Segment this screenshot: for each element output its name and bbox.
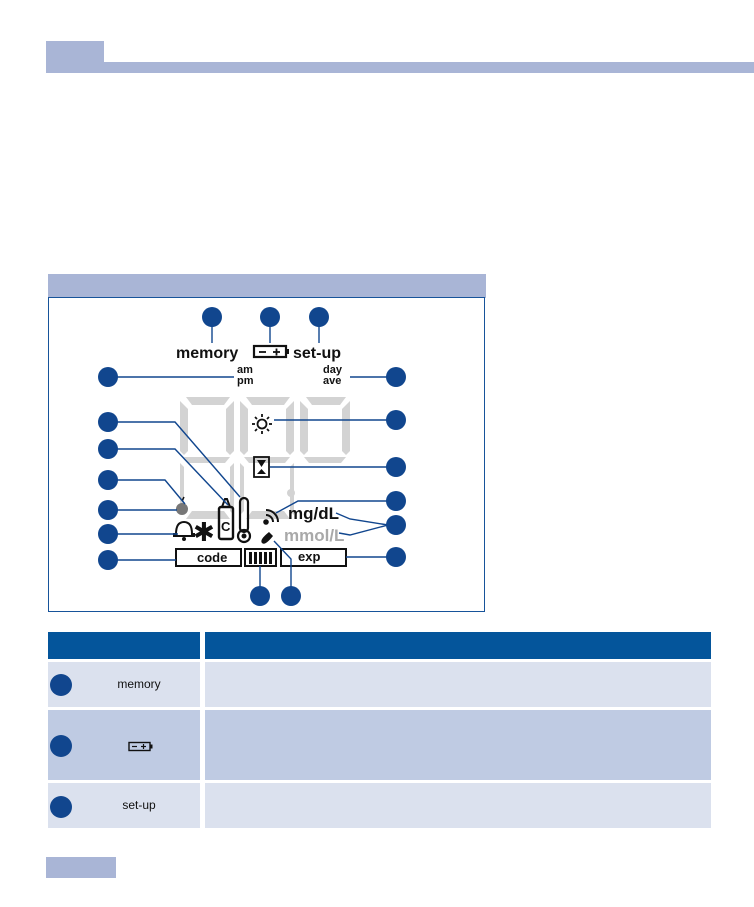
lcd-am-label: am bbox=[237, 364, 253, 376]
lcd-day-label: day bbox=[323, 364, 343, 376]
table-row-1-description-cell bbox=[205, 662, 711, 707]
table-row-2-description-cell bbox=[205, 710, 711, 780]
callout-marker bbox=[50, 674, 72, 696]
lcd-setup-label: set-up bbox=[293, 345, 341, 362]
table-header-description bbox=[205, 632, 711, 659]
lcd-pm-label: pm bbox=[237, 375, 254, 387]
table-row-3-symbol-cell bbox=[48, 783, 200, 828]
table-row-3-description-cell bbox=[205, 783, 711, 828]
header-rule bbox=[46, 62, 754, 73]
lcd-code-box bbox=[175, 548, 242, 567]
blood-drop-icon bbox=[261, 532, 273, 544]
battery-icon bbox=[128, 741, 153, 752]
table-header-symbol bbox=[48, 632, 200, 659]
callout-marker bbox=[50, 796, 72, 818]
lcd-code-label: code bbox=[197, 550, 227, 565]
table-row-memory-label: memory bbox=[117, 677, 161, 691]
lcd-memory-label: memory bbox=[176, 345, 238, 362]
lcd-ave-label: ave bbox=[323, 375, 341, 387]
asterisk-icon: ✱ bbox=[193, 518, 215, 548]
figure-frame bbox=[48, 297, 485, 612]
lcd-mgdl-label: mg/dL bbox=[288, 504, 339, 523]
table-row-1-symbol-cell bbox=[48, 662, 200, 707]
bell-icon bbox=[173, 520, 195, 541]
lcd-diagram: memory set-up am pm day ave ✱ bbox=[98, 307, 406, 606]
callout-markers bbox=[98, 307, 406, 606]
control-solution-bottle-icon: C bbox=[217, 498, 235, 541]
wireless-icon bbox=[263, 509, 279, 525]
sun-icon bbox=[252, 414, 272, 434]
thermometer-icon bbox=[236, 496, 252, 544]
battery-icon bbox=[252, 344, 289, 359]
lcd-exp-label: exp bbox=[298, 549, 320, 564]
callout-leader-lines bbox=[108, 317, 389, 587]
table-row-2-symbol-cell bbox=[48, 710, 200, 780]
footer-tab bbox=[46, 857, 116, 878]
svg-text:C: C bbox=[221, 519, 231, 534]
lcd-mmol-label: mmol/L bbox=[284, 526, 344, 545]
callout-marker bbox=[50, 735, 72, 757]
test-strip-icon bbox=[244, 548, 277, 567]
hourglass-icon bbox=[253, 456, 270, 478]
table-row-setup-label: set-up bbox=[122, 798, 156, 812]
figure-title-bar bbox=[48, 274, 486, 298]
